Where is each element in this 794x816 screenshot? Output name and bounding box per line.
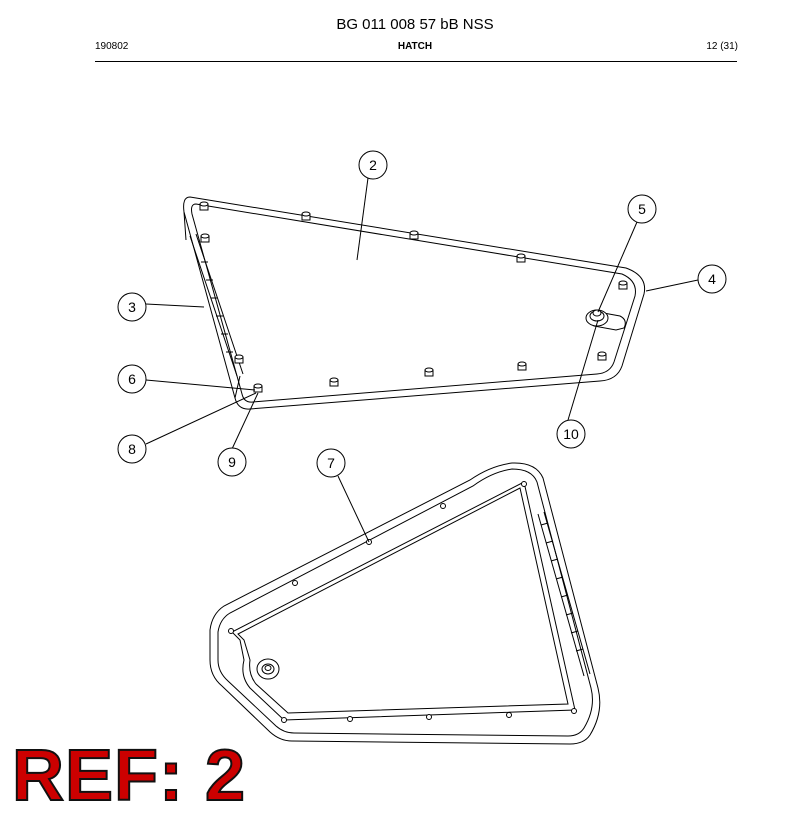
panel-upper-outline	[183, 196, 646, 410]
fastener-bolt	[618, 280, 628, 290]
lower-lock-boss	[256, 658, 280, 680]
document-code: 190802	[95, 41, 129, 52]
svg-text:4: 4	[708, 271, 716, 287]
callout-2: 2	[358, 150, 388, 180]
fastener-bolt	[517, 361, 527, 371]
callout-10: 10	[556, 419, 586, 449]
svg-text:8: 8	[128, 441, 136, 457]
fastener-bolt	[597, 351, 607, 361]
lower-screws	[228, 481, 577, 723]
callout-4: 4	[697, 264, 727, 294]
callout-7: 7	[316, 448, 346, 478]
fastener-bolt	[253, 383, 263, 393]
header-rule	[95, 61, 737, 62]
callout-9: 9	[217, 447, 247, 477]
section-title: HATCH	[397, 41, 433, 52]
hatch-panel-lower	[209, 462, 601, 745]
hatch-panel-upper	[183, 196, 646, 410]
panel-lower-hinge	[537, 511, 591, 677]
svg-text:10: 10	[563, 426, 579, 442]
ref-label: REF: 2	[11, 736, 247, 816]
svg-text:6: 6	[128, 371, 136, 387]
fastener-bolt	[199, 201, 209, 211]
lock-assembly	[585, 309, 626, 331]
svg-text:2: 2	[369, 157, 377, 173]
svg-text:3: 3	[128, 299, 136, 315]
callout-5: 5	[627, 194, 657, 224]
fastener-bolt	[409, 230, 419, 240]
callouts: 2 3 4 5 6 7 8 9 10	[117, 150, 727, 478]
upper-fasteners	[199, 201, 628, 393]
svg-text:7: 7	[327, 455, 335, 471]
fastener-bolt	[200, 233, 210, 243]
callout-3: 3	[117, 292, 147, 322]
callout-8: 8	[117, 434, 147, 464]
panel-lower-inner	[231, 481, 576, 721]
svg-text:9: 9	[228, 454, 236, 470]
fastener-bolt	[329, 377, 339, 387]
page-number: 12 (31)	[706, 41, 738, 52]
fastener-bolt	[234, 354, 244, 364]
leader-lines	[145, 177, 699, 543]
fastener-bolt	[301, 211, 311, 221]
panel-upper-inner	[191, 203, 636, 403]
panel-lower-inner-2	[237, 487, 569, 714]
fastener-bolt	[424, 367, 434, 377]
callout-6: 6	[117, 364, 147, 394]
svg-text:5: 5	[638, 201, 646, 217]
fastener-bolt	[516, 253, 526, 263]
panel-lower-outline-2	[217, 468, 593, 737]
document-title: BG 011 008 57 bB NSS	[336, 16, 494, 33]
panel-upper-hinge	[189, 233, 244, 377]
panel-upper-edge	[183, 211, 241, 399]
panel-lower-outline	[209, 462, 601, 745]
